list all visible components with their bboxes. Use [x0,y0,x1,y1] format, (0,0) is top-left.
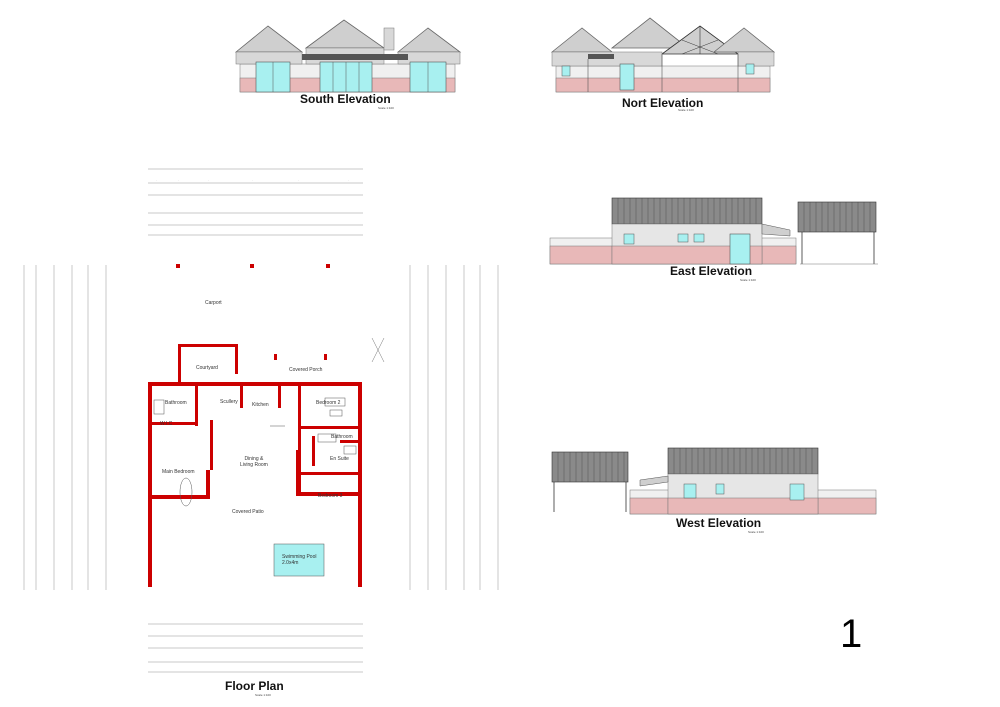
sheet-number: 1 [840,612,863,656]
svg-text:·: · [252,178,253,182]
svg-text:·: · [298,178,299,182]
east-elevation-title: East Elevation [670,264,753,278]
svg-text:·: · [178,178,179,182]
south-elevation-scale: Scale 1:100 [378,106,394,110]
north-elevation-drawing [550,17,776,93]
svg-text:·: · [208,178,209,182]
room-en-suite: En Suite [330,456,349,462]
room-dining-living: Dining & Living Room [240,456,268,468]
room-courtyard: Courtyard [196,365,218,371]
east-elevation-scale: Scale 1:100 [740,278,756,282]
west-elevation-scale: Scale 1:100 [748,530,764,534]
room-bathroom: Bathroom [165,400,187,406]
svg-text:·: · [348,178,349,182]
plan-dimensions-top: · · · · · · [148,168,363,236]
floor-plan-title: Floor Plan [225,679,284,693]
north-elevation-title: Nort Elevation [622,96,704,110]
room-bedroom-3: Bedroom 3 [318,493,343,499]
north-elevation-scale: Scale 1:100 [678,108,694,112]
room-carport: Carport [205,300,222,306]
south-elevation-drawing [234,19,462,93]
floor-plan-walls [148,264,385,587]
room-main-bedroom: Main Bedroom [162,469,195,475]
room-bathroom-2: Bathroom [331,434,353,440]
floor-plan-scale: Scale 1:100 [255,693,271,697]
svg-text:·: · [156,178,157,182]
east-elevation-drawing [549,197,878,265]
room-scullery: Scullery [220,399,238,405]
west-elevation-drawing [551,447,877,515]
plan-dimensions-right [409,265,499,590]
room-wic: W.I.C [160,421,173,427]
room-covered-patio: Covered Patio [232,509,264,515]
south-elevation-title: South Elevation [300,92,391,106]
room-covered-porch: Covered Porch [289,367,323,373]
plan-dimensions-left [23,265,107,590]
room-kitchen: Kitchen [252,402,269,408]
room-swimming-pool: Swimming Pool 2.0x4m [282,554,317,566]
room-bedroom-2: Bedroom 2 [316,400,341,406]
west-elevation-title: West Elevation [676,516,762,530]
plan-dimensions-bottom [148,623,363,673]
